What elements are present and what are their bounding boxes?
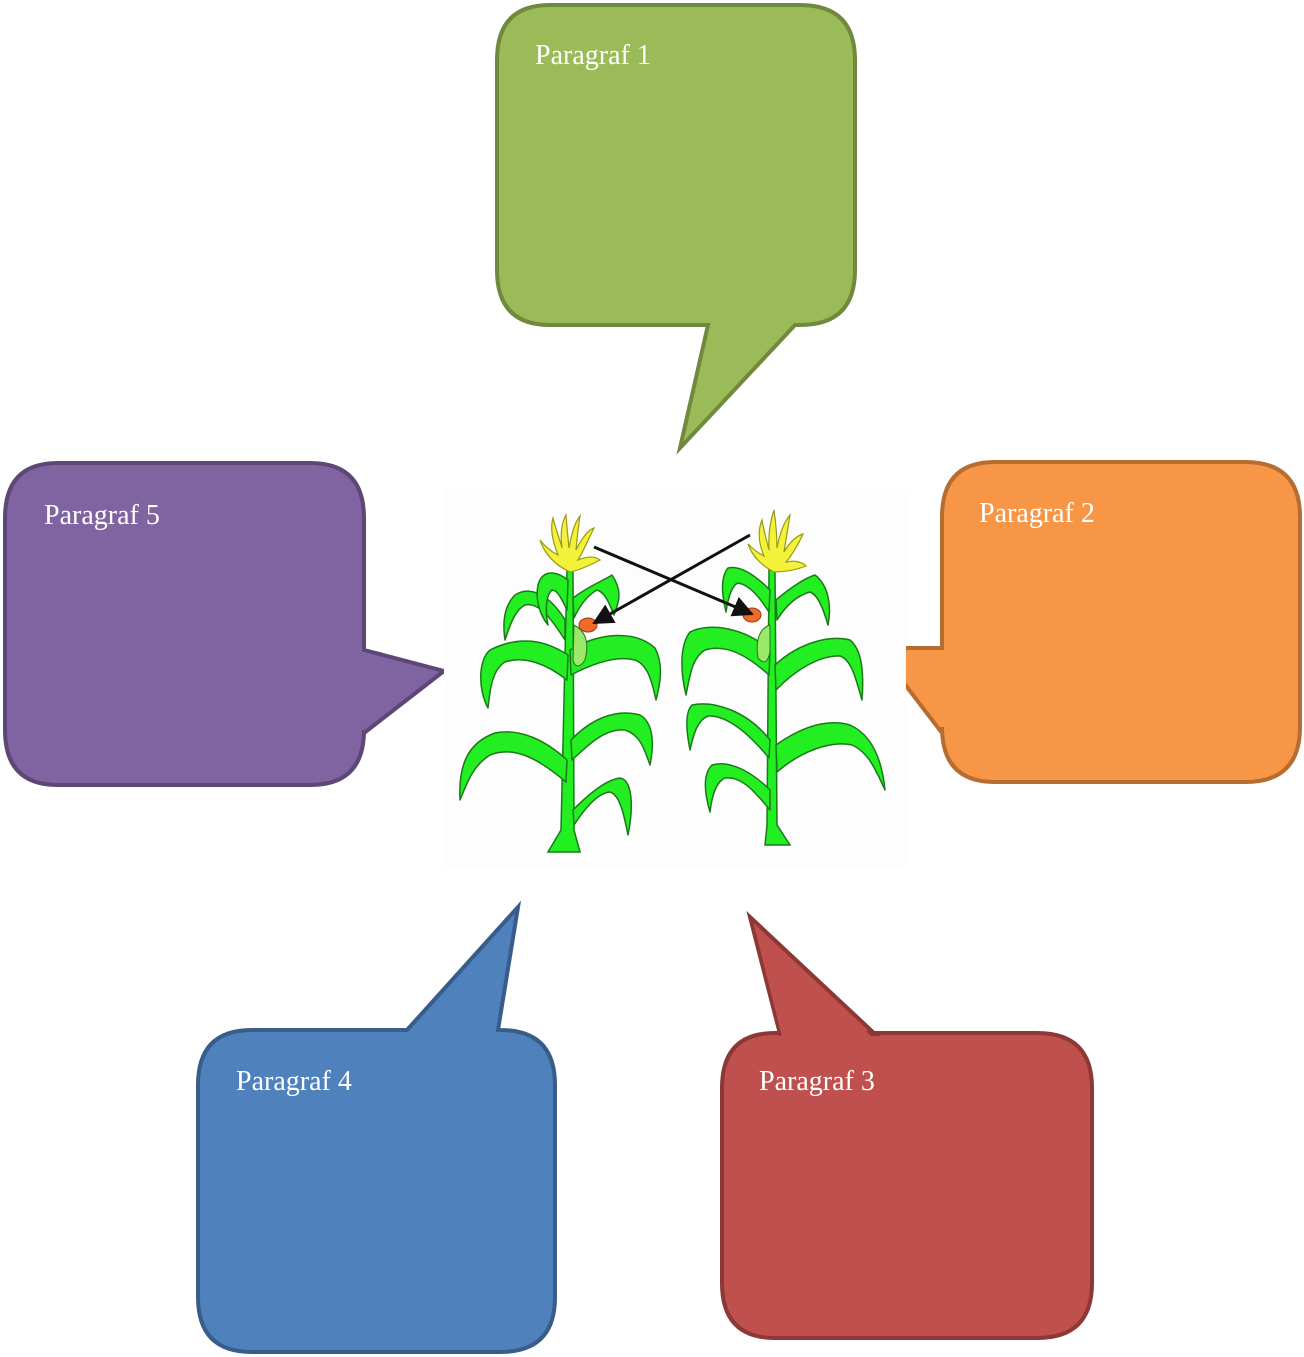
corn-plant-right-icon — [681, 509, 886, 846]
corn-plants-cross-pollination-icon — [444, 490, 906, 868]
callout-paragraf-4-label: Paragraf 4 — [236, 1066, 352, 1097]
corn-plant-left-icon — [459, 513, 662, 853]
callout-paragraf-2-label: Paragraf 2 — [979, 498, 1095, 529]
pollination-arrow-left-to-right — [593, 545, 754, 617]
callout-paragraf-3: Paragraf 3 — [720, 910, 1094, 1340]
callout-paragraf-1-bubble — [495, 2, 857, 455]
callout-paragraf-5-bubble — [3, 461, 449, 787]
callout-paragraf-2-bubble — [872, 460, 1302, 784]
pollination-arrow-right-to-left — [592, 533, 751, 625]
callout-paragraf-4: Paragraf 4 — [196, 900, 557, 1354]
callout-paragraf-2: Paragraf 2 — [872, 460, 1302, 784]
callout-paragraf-5: Paragraf 5 — [3, 461, 449, 787]
center-image-background — [444, 490, 906, 868]
callout-paragraf-3-tail-fill — [754, 925, 872, 1037]
callout-paragraf-1: Paragraf 1 — [495, 2, 857, 455]
callout-paragraf-4-bubble — [196, 900, 557, 1354]
callout-paragraf-1-label: Paragraf 1 — [535, 40, 651, 71]
callout-paragraf-5-label: Paragraf 5 — [44, 500, 160, 531]
callout-paragraf-3-label: Paragraf 3 — [759, 1066, 875, 1097]
